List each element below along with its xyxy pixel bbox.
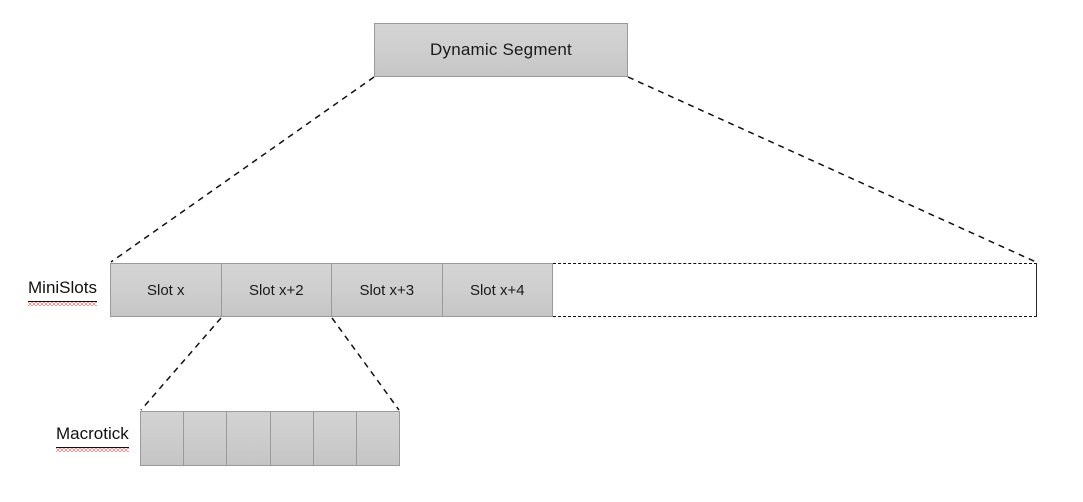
macrotick-row-label: Macrotick [56, 424, 129, 452]
minislot-cell-label: Slot x+2 [248, 281, 304, 299]
connector-minislot-to-macrotick-left [140, 317, 222, 411]
macrotick-cell[interactable] [312, 411, 356, 466]
spellcheck-squiggle-icon [28, 302, 97, 306]
macrotick-cell[interactable] [183, 411, 227, 466]
minislot-cell[interactable]: Slot x [110, 263, 221, 317]
minislot-cell-label: Slot x [146, 281, 185, 299]
minislots-row-label: MiniSlots [28, 278, 97, 306]
minislot-cell-label: Slot x+3 [359, 281, 415, 299]
macrotick-cell[interactable] [226, 411, 270, 466]
minislot-cell[interactable]: Slot x+3 [331, 263, 442, 317]
minislot-remainder-region [553, 263, 1037, 317]
connector-dynamic-segment-to-minislots-right [627, 76, 1037, 263]
minislots-label-text: MiniSlots [28, 278, 97, 297]
macrotick-cell[interactable] [269, 411, 313, 466]
minislot-cell[interactable]: Slot x+4 [441, 263, 553, 317]
minislot-cell-label: Slot x+4 [469, 281, 525, 299]
dynamic-segment-box: Dynamic Segment [374, 23, 628, 77]
connector-dynamic-segment-to-minislots-left [110, 76, 375, 263]
spellcheck-squiggle-icon [56, 448, 129, 452]
connector-minislot-to-macrotick-right [331, 317, 400, 411]
macrotick-strip [140, 411, 401, 466]
macrotick-cell[interactable] [140, 411, 184, 466]
dynamic-segment-label: Dynamic Segment [430, 40, 572, 59]
macrotick-label-text: Macrotick [56, 424, 129, 443]
minislot-strip: Slot x Slot x+2 Slot x+3 Slot x+4 [110, 263, 553, 317]
minislot-cell[interactable]: Slot x+2 [220, 263, 331, 317]
macrotick-cell[interactable] [355, 411, 401, 466]
